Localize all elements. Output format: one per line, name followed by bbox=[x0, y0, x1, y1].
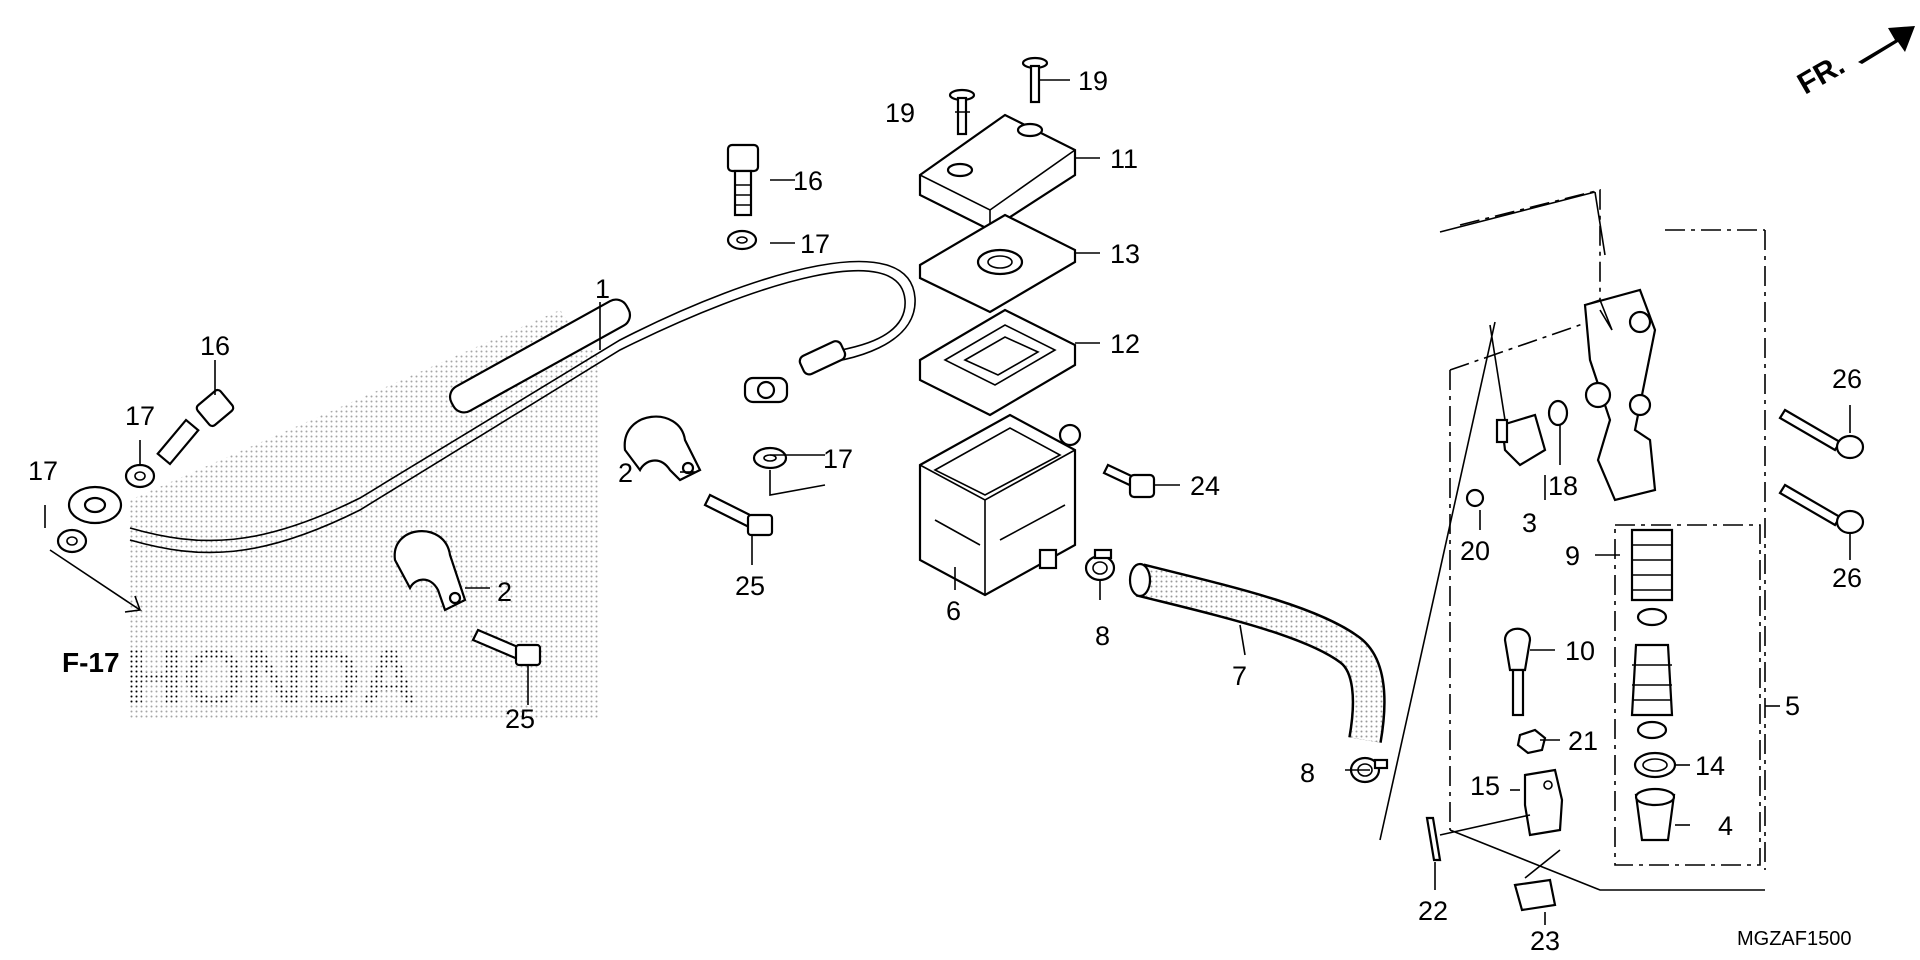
reservoir-tank bbox=[918, 413, 1082, 597]
callout-20: 20 bbox=[1460, 536, 1490, 566]
callout-1: 1 bbox=[595, 274, 610, 304]
cover-screws bbox=[948, 56, 1049, 136]
callout-15: 15 bbox=[1470, 771, 1500, 801]
callout-19-left: 19 bbox=[885, 98, 915, 128]
hose-clamp-lower bbox=[393, 530, 467, 612]
callout-24: 24 bbox=[1190, 471, 1220, 501]
callout-8-upper: 8 bbox=[1095, 621, 1110, 651]
callout-9: 9 bbox=[1565, 541, 1580, 571]
callout-25-upper: 25 bbox=[735, 571, 765, 601]
callout-11: 11 bbox=[1110, 144, 1138, 174]
callout-16-upper: 16 bbox=[793, 166, 823, 196]
leader-lines bbox=[44, 79, 1851, 925]
banjo-bolt-left bbox=[156, 388, 235, 466]
callout-10: 10 bbox=[1565, 636, 1595, 666]
callout-26-upper: 26 bbox=[1832, 364, 1862, 394]
callout-25-lower: 25 bbox=[505, 704, 535, 734]
callout-17-upper: 17 bbox=[800, 229, 830, 259]
callout-18: 18 bbox=[1548, 471, 1578, 501]
watermark-text: HONDA bbox=[125, 633, 418, 722]
front-label: FR. bbox=[1792, 48, 1850, 101]
diagram-code: MGZAF1500 bbox=[1737, 928, 1851, 950]
callout-17-left: 17 bbox=[125, 401, 155, 431]
clamp-bolts bbox=[471, 493, 774, 667]
master-cylinder-assembly bbox=[1379, 188, 1865, 912]
reference-label: F-17 bbox=[62, 647, 120, 678]
callout-6: 6 bbox=[946, 596, 961, 626]
washers bbox=[56, 229, 788, 554]
callout-16-left: 16 bbox=[200, 331, 230, 361]
reservoir-bolt bbox=[1102, 463, 1156, 499]
callout-5: 5 bbox=[1785, 691, 1800, 721]
callout-labels: 1 2 2 3 4 5 6 7 8 8 9 10 11 12 13 14 15 … bbox=[28, 66, 1862, 956]
callout-2-upper: 2 bbox=[618, 458, 633, 488]
reservoir-hose bbox=[1128, 562, 1386, 743]
callout-14: 14 bbox=[1695, 751, 1725, 781]
callout-22: 22 bbox=[1418, 896, 1448, 926]
hose-clamp-upper bbox=[623, 415, 702, 482]
callout-4: 4 bbox=[1718, 811, 1733, 841]
callout-8-lower: 8 bbox=[1300, 758, 1315, 788]
front-arrow-icon bbox=[1858, 26, 1915, 64]
callout-26-lower: 26 bbox=[1832, 563, 1862, 593]
callout-2-lower: 2 bbox=[497, 577, 512, 607]
callout-17-far-left: 17 bbox=[28, 456, 58, 486]
hose-clips bbox=[1084, 548, 1389, 784]
brake-hose bbox=[67, 260, 916, 554]
banjo-bolt-upper bbox=[726, 143, 760, 217]
front-direction-indicator: FR. bbox=[1792, 26, 1915, 101]
callout-13: 13 bbox=[1110, 239, 1140, 269]
callout-17-lower: 17 bbox=[823, 444, 853, 474]
watermark: HONDA bbox=[125, 310, 600, 722]
callout-12: 12 bbox=[1110, 329, 1140, 359]
diaphragm bbox=[918, 308, 1077, 417]
reservoir-cap bbox=[918, 113, 1077, 232]
callout-19-right: 19 bbox=[1078, 66, 1108, 96]
callout-21: 21 bbox=[1568, 726, 1598, 756]
callout-3: 3 bbox=[1522, 508, 1537, 538]
callout-7: 7 bbox=[1232, 661, 1247, 691]
callout-23: 23 bbox=[1530, 926, 1560, 956]
diaphragm-plate bbox=[918, 213, 1077, 314]
